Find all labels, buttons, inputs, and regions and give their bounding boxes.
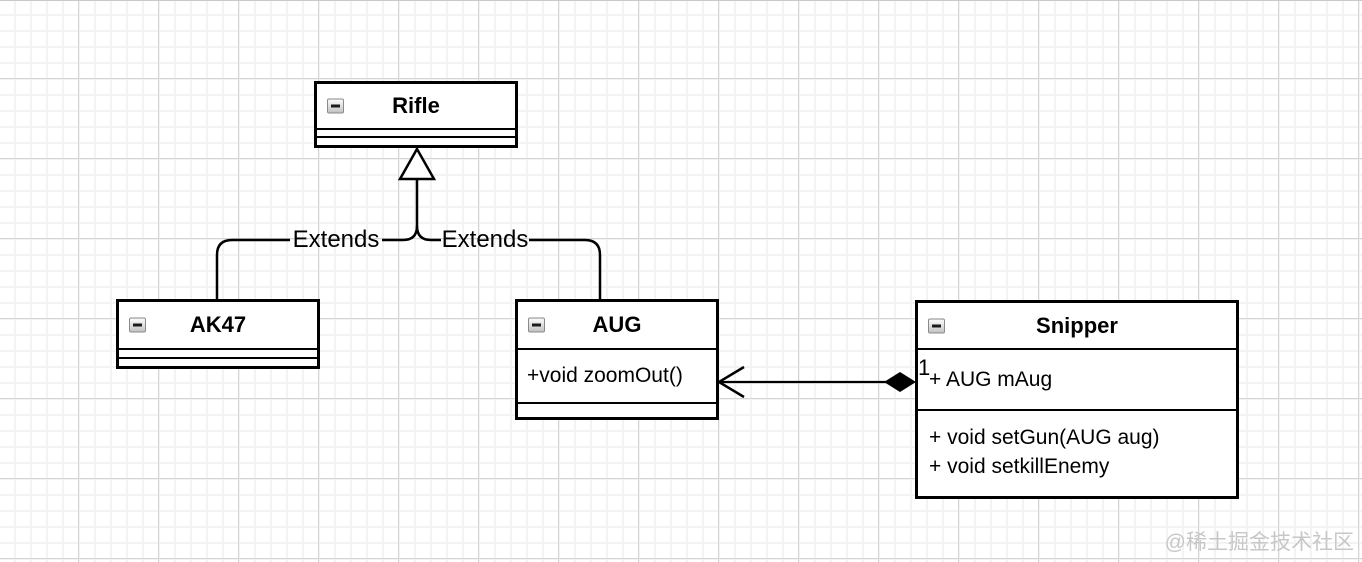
extends-label-right: Extends [441, 226, 529, 253]
inheritance-triangle-icon [397, 146, 437, 181]
operations-compartment: +void zoomOut() [518, 350, 716, 404]
generalization-branch-right [415, 225, 602, 300]
operation-item: + void setkillEnemy [929, 455, 1110, 478]
class-box-ak47[interactable]: AK47 [116, 299, 320, 369]
collapse-icon[interactable] [528, 317, 545, 333]
collapse-icon[interactable] [928, 318, 945, 333]
attribute-item: + AUG mAug [929, 367, 1053, 391]
open-arrowhead-icon [716, 365, 745, 399]
class-title-bar: Rifle [317, 84, 515, 130]
class-title: Rifle [392, 93, 440, 118]
class-title: Snipper [1036, 312, 1118, 338]
extends-label-left: Extends [292, 226, 380, 253]
watermark-text: @稀土掘金技术社区 [1164, 531, 1354, 554]
minus-glyph [133, 323, 142, 327]
top-edge-line [0, 0, 1362, 1]
minus-glyph [932, 324, 941, 327]
class-title: AUG [592, 312, 642, 337]
class-title: AK47 [189, 312, 247, 337]
attributes-compartment-empty [119, 350, 317, 359]
class-box-rifle[interactable]: Rifle [314, 81, 518, 148]
multiplicity-label: 1 [918, 355, 931, 380]
minus-glyph [331, 104, 340, 108]
operation-item: +void zoomOut() [527, 364, 683, 387]
collapse-icon[interactable] [129, 317, 146, 333]
class-title-bar: AUG [518, 302, 716, 350]
class-box-aug[interactable]: AUG +void zoomOut() [515, 299, 719, 420]
class-title-bar: AK47 [119, 302, 317, 350]
operations-compartment-empty [119, 359, 317, 365]
attributes-compartment-empty [317, 130, 515, 138]
minus-glyph [532, 323, 541, 327]
attributes-compartment: + AUG mAug [918, 350, 1236, 411]
operation-item: + void setGun(AUG aug) [929, 426, 1160, 449]
collapse-icon[interactable] [327, 98, 344, 114]
operations-compartment: + void setGun(AUG aug) + void setkillEne… [918, 411, 1236, 481]
class-title-bar: Snipper [918, 303, 1236, 350]
class-box-snipper[interactable]: Snipper + AUG mAug + void setGun(AUG aug… [915, 300, 1239, 499]
operations-compartment-empty [317, 138, 515, 144]
aggregation-diamond-icon [884, 372, 916, 392]
extra-compartment-empty [518, 404, 716, 415]
